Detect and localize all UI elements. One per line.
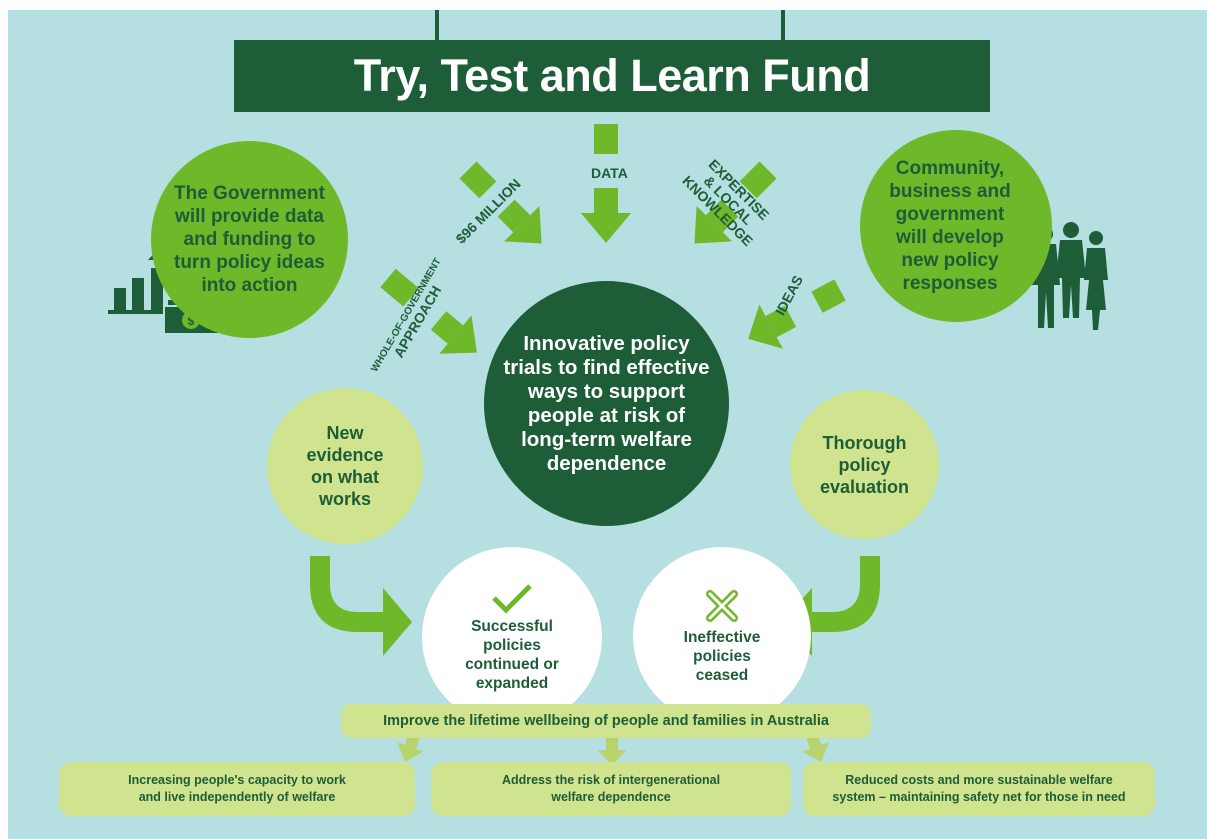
outcome-right: Reduced costs and more sustainable welfa… bbox=[803, 762, 1155, 816]
outcome-middle: Address the risk of intergenerational we… bbox=[431, 762, 791, 816]
ineffective-text: Ineffective policies ceased bbox=[683, 628, 761, 684]
funding-arrow bbox=[459, 161, 542, 244]
successful-circle: Successful policies continued or expande… bbox=[422, 547, 602, 727]
title-hanger-left bbox=[435, 10, 439, 40]
evidence-to-success-arrow bbox=[310, 556, 412, 656]
infographic-canvas: Try, Test and Learn Fund bbox=[8, 10, 1207, 839]
people-silhouette-icon bbox=[1030, 222, 1108, 330]
whole-of-government-arrow bbox=[380, 268, 477, 354]
goal-banner: Improve the lifetime wellbeing of people… bbox=[341, 704, 871, 738]
community-circle: Community, business and government will … bbox=[860, 130, 1052, 322]
title-hanger-right bbox=[781, 10, 785, 40]
goal-arrow-middle bbox=[598, 738, 626, 766]
data-label: DATA bbox=[591, 165, 628, 181]
outcome-left: Increasing people's capacity to work and… bbox=[59, 762, 415, 816]
successful-text: Successful policies continued or expande… bbox=[465, 618, 559, 692]
ideas-arrow bbox=[748, 279, 846, 349]
data-arrow bbox=[581, 124, 631, 243]
expertise-arrow bbox=[694, 161, 777, 244]
check-mark-icon bbox=[492, 584, 532, 614]
ineffective-circle: Ineffective policies ceased bbox=[633, 547, 811, 725]
svg-text:$: $ bbox=[188, 314, 195, 328]
center-circle: Innovative policy trials to find effecti… bbox=[484, 281, 729, 526]
evaluation-circle: Thorough policy evaluation bbox=[790, 390, 939, 539]
evidence-circle: New evidence on what works bbox=[267, 388, 423, 544]
cross-mark-icon bbox=[706, 589, 738, 622]
government-circle: The Government will provide data and fun… bbox=[151, 141, 348, 338]
page-title: Try, Test and Learn Fund bbox=[234, 40, 990, 112]
